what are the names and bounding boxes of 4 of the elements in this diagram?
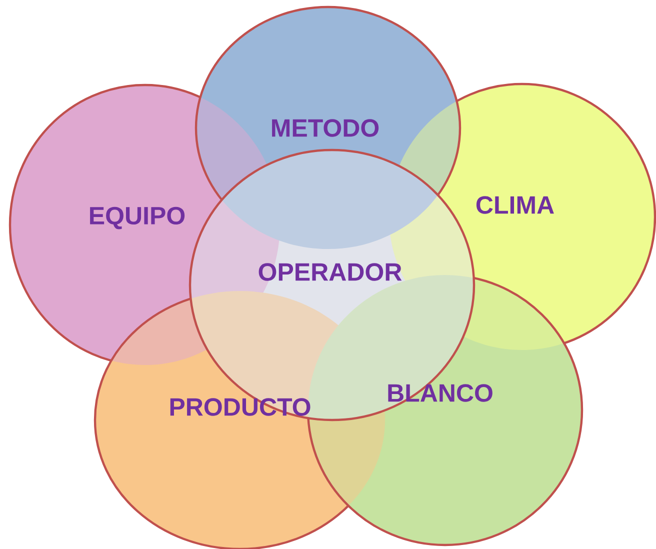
circle-label: CLIMA (476, 196, 554, 214)
circle-label: METODO (272, 119, 379, 137)
circle-label: EQUIPO (90, 206, 185, 230)
circle-label: OPERADOR (258, 263, 402, 281)
